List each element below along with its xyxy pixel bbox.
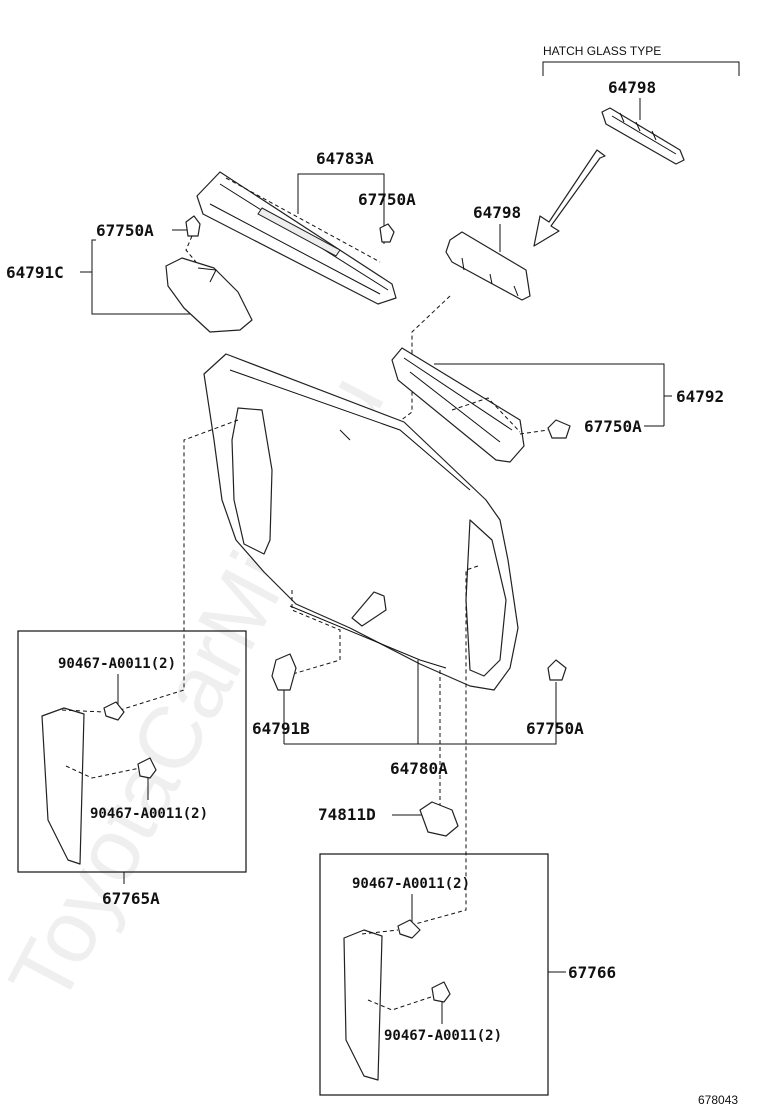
label-64792: 64792 [676,387,724,406]
label-90467-box1-b: 90467-A0011(2) [90,806,208,822]
dash-67750A-right [519,429,549,435]
part-64780A-left-recess [231,407,273,555]
label-90467-box2-b: 90467-A0011(2) [384,1028,502,1044]
part-64792-edges [403,357,513,443]
part-64783A-slot [257,207,341,257]
part-64780A-bottom-edge [289,605,447,669]
dash-67750A-top-left [185,235,197,263]
dash-64791B [285,590,341,677]
label-64798-mid: 64798 [473,203,521,222]
figure-id: 678043 [698,1093,738,1107]
leader-64783A [297,173,385,244]
dash-box2 [361,929,435,1011]
dash-left-to-box1 [119,419,239,711]
part-64798-hatch-detail [611,112,677,155]
part-67765A-panel[interactable] [41,707,85,865]
label-64791C: 64791C [6,263,64,282]
part-67766-panel[interactable] [343,929,383,1081]
part-64780A-door-trim[interactable] [203,353,519,691]
part-64798-hatch-glass[interactable] [601,107,685,165]
dash-box1 [61,709,141,779]
clip-90467-box1-a[interactable] [103,701,125,721]
label-67765A: 67765A [102,889,160,908]
part-64791C-cover[interactable] [165,257,253,333]
clip-90467-box2-a[interactable] [397,919,421,939]
part-64780A-handle [351,591,387,627]
clip-90467-box1-b[interactable] [137,757,157,779]
label-64791B: 64791B [252,719,310,738]
dash-right-to-box2 [407,565,479,927]
part-64780A-right-recess [465,519,507,677]
part-64798-mid[interactable] [445,231,531,301]
label-67750A-top-right: 67750A [358,190,416,209]
part-64792-garnish[interactable] [391,347,525,463]
dash-64792 [451,397,521,433]
part-64798-mid-tabs [461,257,519,297]
label-67750A-lower: 67750A [526,719,584,738]
part-64783A-hidden-line [225,177,381,263]
clip-67750A-top-right[interactable] [379,223,395,243]
part-64791B-cap[interactable] [271,653,297,691]
detail-box-67766 [319,853,549,1096]
clip-67750A-right[interactable] [547,419,571,439]
hatch-glass-bracket [542,61,740,76]
detail-box-67765A [17,630,247,873]
clip-67750A-top-left[interactable] [185,215,201,237]
part-74811D-cap[interactable] [419,801,459,837]
label-64798-top: 64798 [608,78,656,97]
label-90467-box1-a: 90467-A0011(2) [58,656,176,672]
part-64783A-garnish[interactable] [196,171,397,305]
part-64791C-hole [197,267,217,283]
leader-64791C [80,239,200,315]
label-67750A-top-left: 67750A [96,221,154,240]
hatch-glass-type-caption: HATCH GLASS TYPE [543,44,661,58]
clip-90467-box2-b[interactable] [431,981,451,1003]
label-74811D: 74811D [318,805,376,824]
leader-bottom-bar [284,682,557,745]
direction-arrow [533,149,606,247]
label-67750A-right: 67750A [584,417,642,436]
label-64780A: 64780A [390,759,448,778]
part-64780A-top-edge [229,369,471,491]
leader-64792 [434,363,672,426]
label-90467-box2-a: 90467-A0011(2) [352,876,470,892]
label-67766: 67766 [568,963,616,982]
label-64783A: 64783A [316,149,374,168]
clip-67750A-lower[interactable] [547,659,567,681]
